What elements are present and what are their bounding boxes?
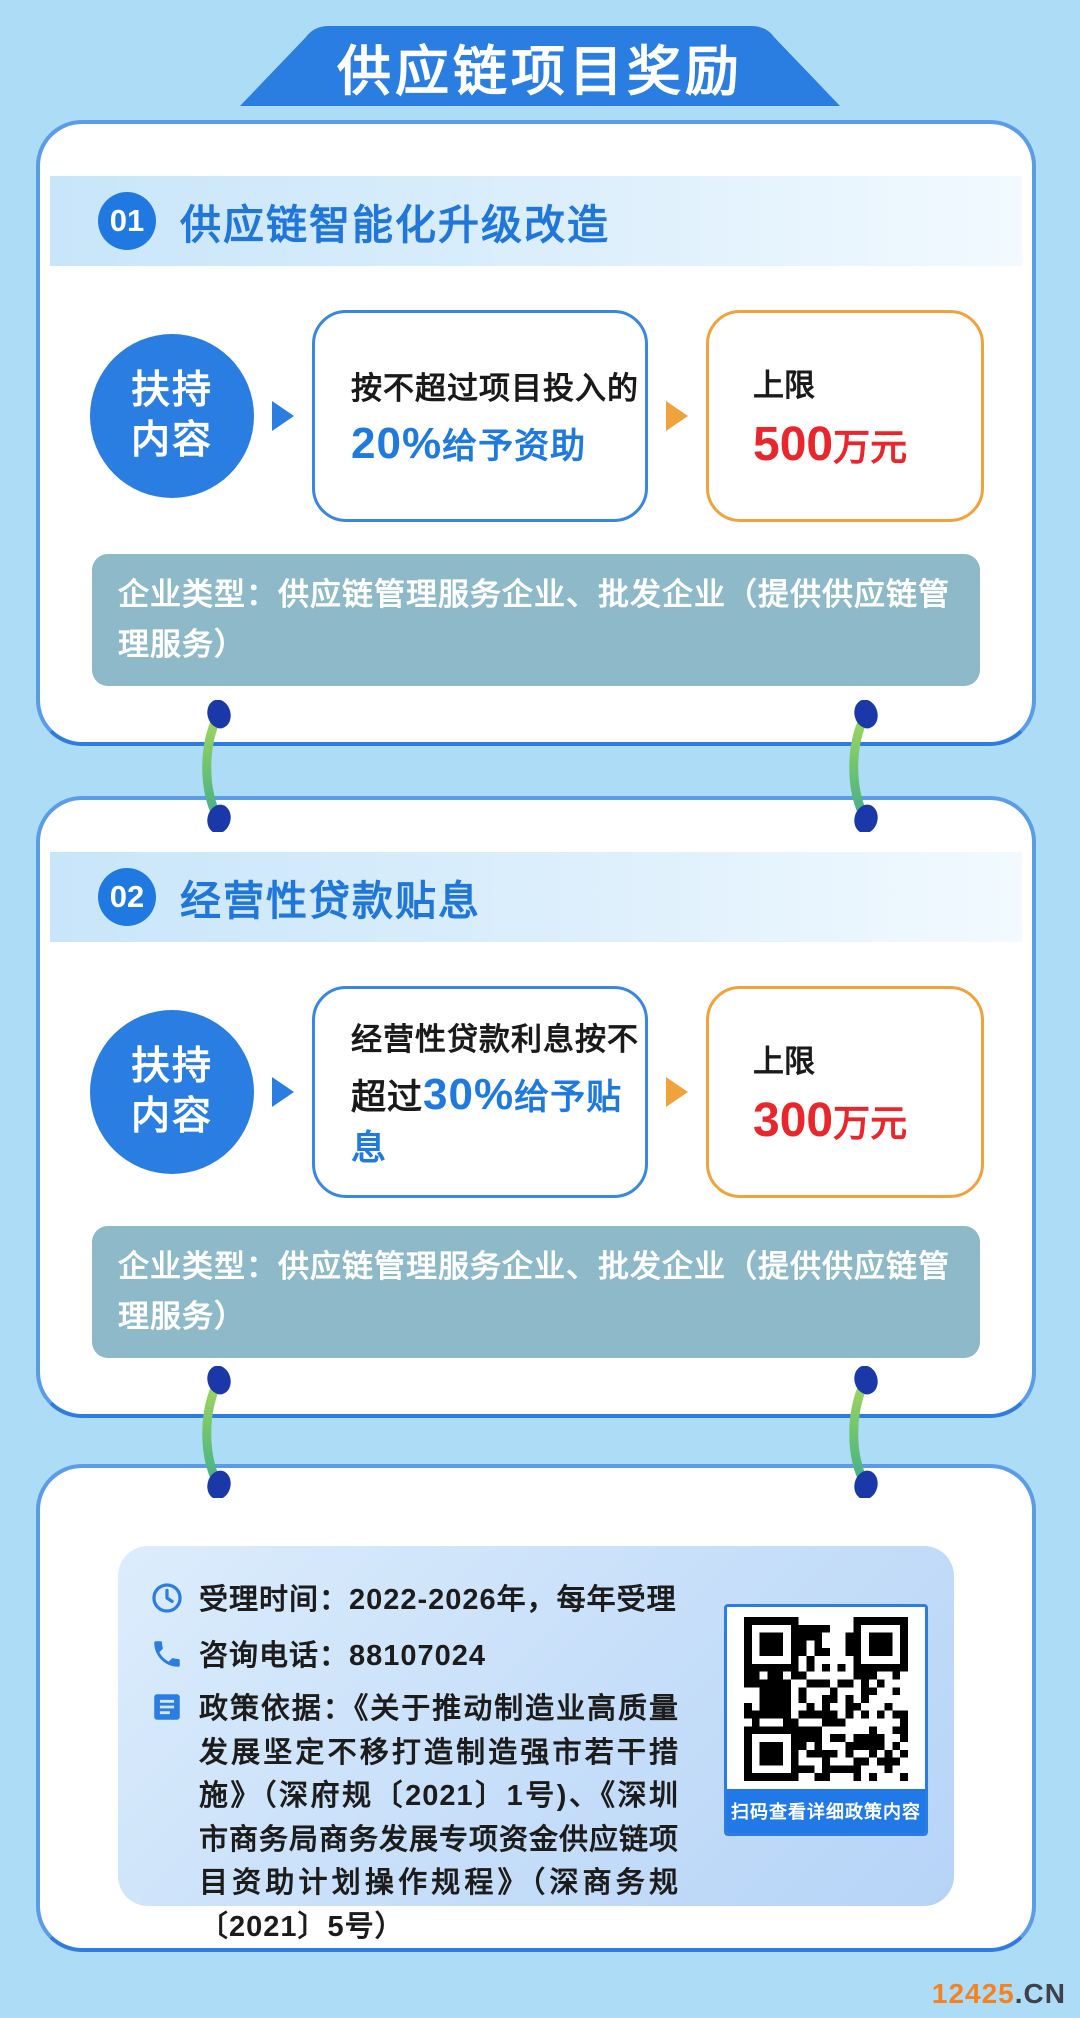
page-title: 供应链项目奖励	[337, 41, 743, 102]
cap-value: 500	[753, 418, 834, 471]
section-1-title: 供应链智能化升级改造	[180, 202, 610, 248]
section-2-flow: 扶持 内容 经营性贷款利息按不 超过30%给予贴息 上限 300万元	[40, 986, 1032, 1198]
stitch-connector	[841, 699, 885, 834]
grant-highlight-text: 给予贴息	[351, 1077, 623, 1168]
grant-text-line2: 超过30%给予贴息	[351, 1069, 645, 1171]
cap-unit: 万元	[833, 427, 908, 468]
arrow-right-blue-icon	[272, 401, 294, 431]
banner-shape	[240, 26, 840, 106]
grant-percent: 30%	[423, 1069, 515, 1119]
support-label-line2: 内容	[130, 419, 213, 462]
cap-unit: 万元	[833, 1103, 908, 1144]
cap-value: 300	[753, 1094, 834, 1147]
cap-amount-box: 上限 300万元	[706, 986, 984, 1198]
watermark: 12425.CN	[932, 1978, 1066, 2010]
enterprise-type-strip: 企业类型：供应链管理服务企业、批发企业（提供供应链管理服务）	[92, 1225, 980, 1358]
support-content-circle: 扶持 内容	[90, 1010, 254, 1174]
accept-time-row: 受理时间：2022-2026年，每年受理	[150, 1576, 930, 1618]
qr-pattern	[744, 1617, 908, 1781]
card-section-1: 01 供应链智能化升级改造 扶持 内容 按不超过项目投入的 20%给予资助 上限…	[36, 120, 1036, 746]
arrow-right-blue-icon	[272, 1077, 294, 1107]
arrow-right-orange-icon	[666, 401, 688, 431]
policy-basis-row: 政策依据：《关于推动制造业高质量发展坚定不移打造制造强市若干措施》（深府规〔20…	[150, 1688, 930, 1949]
document-icon	[154, 1694, 180, 1720]
grant-percent: 20%	[351, 419, 443, 468]
phone-row: 咨询电话：88107024	[150, 1632, 930, 1674]
stitch-connector	[194, 699, 238, 834]
section-1-title-strip: 01 供应链智能化升级改造	[50, 176, 1022, 266]
policy-basis-text: 政策依据：《关于推动制造业高质量发展坚定不移打造制造强市若干措施》（深府规〔20…	[199, 1693, 680, 1943]
phone-text: 咨询电话：88107024	[199, 1640, 487, 1672]
grant-text-line1: 经营性贷款利息按不	[351, 1021, 639, 1057]
clock-icon	[152, 1583, 182, 1613]
arrow-right-orange-icon	[666, 1077, 688, 1107]
header-banner: 供应链项目奖励	[240, 26, 840, 106]
qr-code	[727, 1607, 925, 1789]
cap-amount: 500万元	[753, 417, 981, 472]
section-2-number-badge: 02	[98, 868, 156, 926]
cap-label: 上限	[753, 368, 815, 403]
support-content-circle: 扶持 内容	[90, 334, 254, 498]
qr-caption: 扫码查看详细政策内容	[727, 1789, 925, 1833]
grant-detail-box: 按不超过项目投入的 20%给予资助	[312, 310, 648, 522]
stitch-connector	[841, 1365, 885, 1500]
cap-label: 上限	[753, 1044, 815, 1079]
accept-time-text: 受理时间：2022-2026年，每年受理	[199, 1584, 677, 1616]
grant-text-line2: 20%给予资助	[351, 418, 645, 469]
phone-icon	[154, 1641, 180, 1667]
section-1-number-badge: 01	[98, 192, 156, 250]
grant-highlight-text: 给予资助	[442, 427, 587, 466]
cap-amount: 300万元	[753, 1093, 981, 1148]
support-label-line1: 扶持	[130, 369, 213, 413]
card-section-contact: 受理时间：2022-2026年，每年受理 咨询电话：88107024 政策依据：…	[36, 1464, 1036, 1952]
info-panel: 受理时间：2022-2026年，每年受理 咨询电话：88107024 政策依据：…	[118, 1546, 954, 1943]
watermark-suffix: .CN	[1014, 1978, 1066, 2009]
grant-detail-box: 经营性贷款利息按不 超过30%给予贴息	[312, 986, 648, 1198]
card-section-2: 02 经营性贷款贴息 扶持 内容 经营性贷款利息按不 超过30%给予贴息 上限 …	[36, 796, 1036, 1418]
qr-code-box: 扫码查看详细政策内容	[724, 1604, 928, 1836]
grant-plain-text: 超过	[351, 1077, 424, 1117]
section-2-title: 经营性贷款贴息	[180, 878, 481, 924]
section-2-title-strip: 02 经营性贷款贴息	[50, 852, 1022, 942]
cap-amount-box: 上限 500万元	[706, 310, 984, 522]
support-label-line2: 内容	[130, 1095, 213, 1138]
stitch-connector	[194, 1365, 238, 1500]
watermark-number: 12425	[931, 1978, 1015, 2009]
grant-text-line1: 按不超过项目投入的	[351, 371, 639, 406]
enterprise-type-strip: 企业类型：供应链管理服务企业、批发企业（提供供应链管理服务）	[92, 553, 980, 686]
section-1-flow: 扶持 内容 按不超过项目投入的 20%给予资助 上限 500万元	[40, 310, 1032, 522]
support-label-line1: 扶持	[130, 1045, 213, 1089]
